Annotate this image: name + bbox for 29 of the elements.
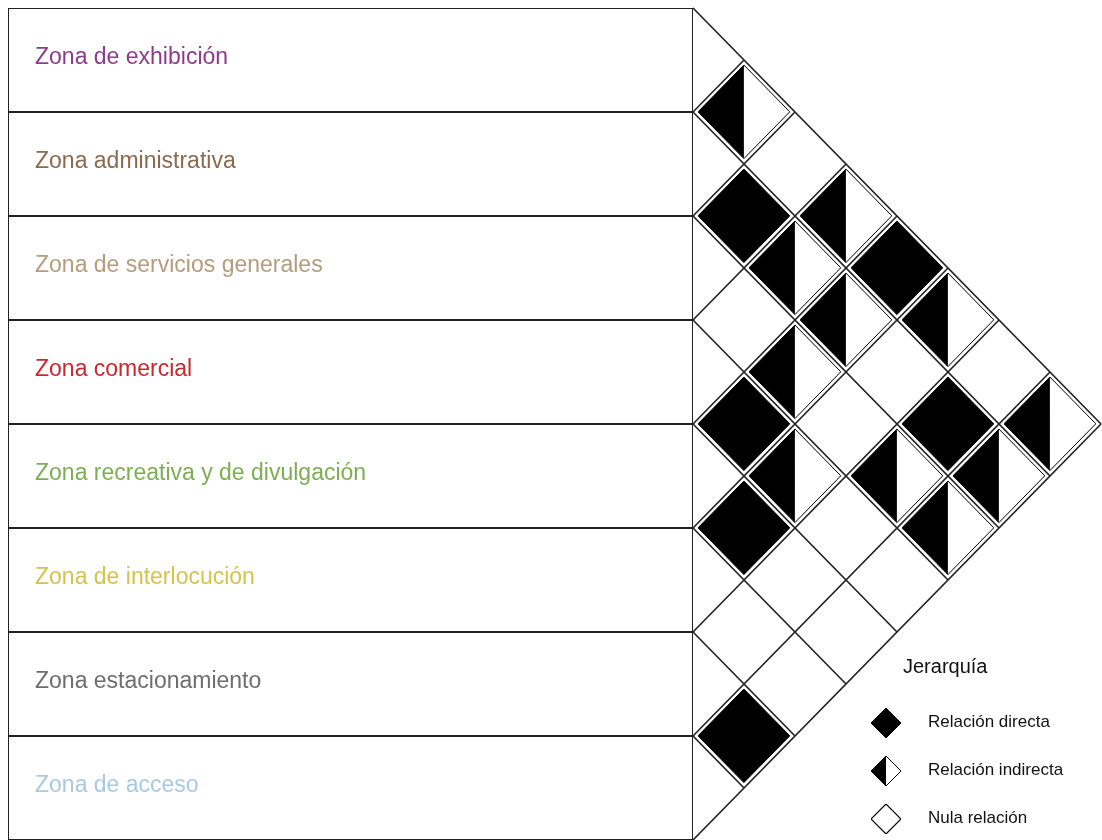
zone-box [8, 736, 693, 840]
legend-label: Relación indirecta [928, 760, 1064, 780]
zone-box [8, 632, 693, 736]
legend-title: Jerarquía [903, 655, 988, 678]
zone-label: Zona comercial [35, 355, 193, 382]
filled-diamond [698, 169, 790, 263]
legend-label: Nula relación [928, 808, 1028, 828]
filled-diamond [851, 221, 943, 315]
zone-label: Zona de acceso [35, 771, 199, 798]
zone-box [8, 424, 693, 528]
zone-box [8, 112, 693, 216]
zone-label: Zona de exhibición [35, 43, 229, 70]
zone-label: Zona estacionamiento [35, 667, 262, 694]
legend-label: Relación directa [928, 712, 1050, 732]
zone-label: Zona administrativa [35, 147, 236, 174]
half-filled-diamond [902, 273, 994, 367]
zone-box [8, 8, 693, 112]
half-filled-diamond [698, 65, 790, 159]
zone-label: Zona de servicios generales [35, 251, 323, 278]
half-filled-diamond [902, 481, 994, 575]
zone-label: Zona recreativa y de divulgación [35, 459, 367, 486]
zone-box [8, 528, 693, 632]
zone-box [8, 320, 693, 424]
filled-diamond [698, 689, 790, 783]
zone-box [8, 216, 693, 320]
filled-diamond [902, 377, 994, 471]
zone-label: Zona de interlocución [35, 563, 255, 590]
filled-diamond [698, 377, 790, 471]
filled-diamond [698, 481, 790, 575]
